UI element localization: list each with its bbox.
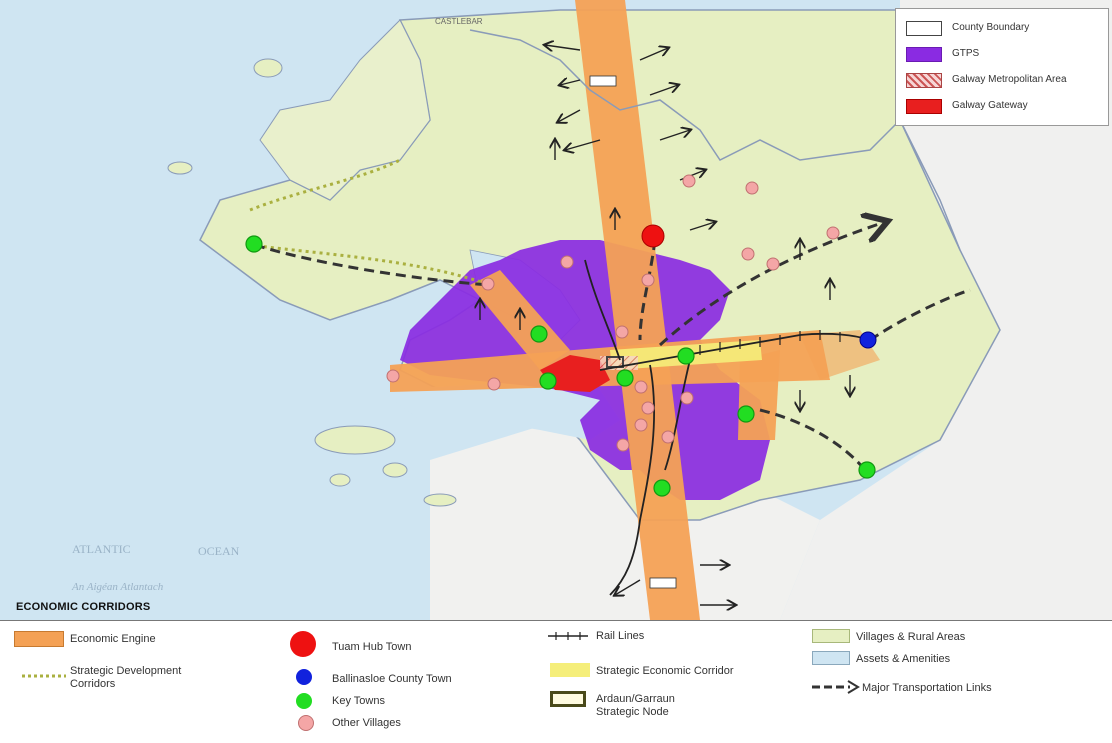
legend-label-villages-rural: Villages & Rural Areas: [856, 631, 966, 643]
legend-label-other-villages: Other Villages: [332, 717, 401, 729]
village: [481, 277, 495, 291]
legend-label-major-transport: Major Transportation Links: [862, 682, 992, 694]
village: [641, 401, 655, 415]
island: [329, 473, 351, 487]
key-town: [245, 235, 263, 253]
village: [682, 174, 696, 188]
swatch-other-villages: [298, 715, 314, 731]
galway-bay: [380, 380, 620, 440]
swatch-galway-gateway: [906, 99, 942, 114]
key-town: [858, 461, 876, 479]
key-town: [539, 372, 557, 390]
island: [253, 58, 283, 78]
swatch-strategic-economic-corridor: [550, 663, 590, 677]
swatch-assets-amenities: [812, 651, 850, 665]
transport-link: [638, 239, 657, 341]
rail-line: [599, 332, 871, 371]
legend-label: Galway Gateway: [952, 100, 1028, 111]
village: [487, 377, 501, 391]
swatch-galway-metro: [906, 73, 942, 88]
legend-label: GTPS: [952, 48, 980, 59]
legend-label-economic-engine: Economic Engine: [70, 633, 156, 645]
swatch-tuam-hub: [290, 631, 316, 657]
legend-label-strategic-economic-corridor: Strategic Economic Corridor: [596, 665, 734, 677]
island: [314, 425, 396, 455]
village: [616, 438, 630, 452]
strategic-development-corridor: [249, 243, 491, 287]
engine-ns-corridor: [575, 0, 700, 620]
key-town: [616, 369, 634, 387]
legend-label-assets-amenities: Assets & Amenities: [856, 653, 951, 665]
legend-label: Galway Metropolitan Area: [952, 74, 1067, 85]
ballinasloe-county-town: [859, 331, 877, 349]
transport-link: [254, 243, 491, 287]
swatch-ballinasloe: [296, 669, 312, 685]
village: [826, 226, 840, 240]
village: [745, 181, 759, 195]
county-boundary: [899, 119, 961, 251]
legend-label-ardaun-node: Ardaun/Garraun Strategic Node: [596, 693, 675, 718]
road-sign: [649, 577, 677, 589]
swatch-rail-lines: [548, 632, 588, 640]
transport-link: [869, 288, 971, 342]
legend-label-tuam-hub: Tuam Hub Town: [332, 641, 412, 653]
legend-item-county-boundary: County Boundary: [906, 19, 1106, 39]
map-title: ECONOMIC CORRIDORS: [16, 601, 151, 613]
galway-gateway: [540, 355, 610, 392]
swatch-economic-engine: [14, 631, 64, 647]
island: [382, 462, 408, 478]
legend-item-galway-metro: Galway Metropolitan Area: [906, 71, 1106, 91]
village: [634, 418, 648, 432]
village: [680, 391, 694, 405]
swatch-ardaun-node: [550, 691, 586, 707]
key-town: [530, 325, 548, 343]
county-boundary: [469, 29, 901, 161]
transport-link: [658, 222, 885, 347]
ocean-label: OCEAN: [198, 544, 240, 558]
swatch-villages-rural: [812, 629, 850, 643]
legend-label-ballinasloe: Ballinasloe County Town: [332, 673, 452, 685]
legend-item-gtps: GTPS: [906, 45, 1106, 65]
tuam-hub-town: [641, 224, 665, 248]
rail-line: [584, 259, 621, 361]
legend-bottom: Economic Engine Strategic Development Co…: [0, 620, 1112, 743]
island: [423, 493, 457, 507]
rail-line: [664, 359, 691, 471]
key-town: [653, 479, 671, 497]
swatch-county-boundary: [906, 21, 942, 36]
ocean-label: An Aigéan Atlantach: [71, 581, 164, 593]
village: [615, 325, 629, 339]
key-town: [677, 347, 695, 365]
legend-label-key-towns: Key Towns: [332, 695, 385, 707]
ocean-label: ATLANTIC: [72, 542, 131, 556]
swatch-major-transport: [812, 680, 860, 694]
place-label: CASTLEBAR: [435, 17, 483, 26]
strategic-development-corridor: [249, 158, 401, 212]
engine-se-arm: [738, 350, 780, 440]
village: [741, 247, 755, 261]
village: [386, 369, 400, 383]
legend-top: County Boundary GTPS Galway Metropolitan…: [895, 8, 1109, 126]
swatch-key-towns: [296, 693, 312, 709]
village: [641, 273, 655, 287]
legend-label-strategic-dev-corridors: Strategic Development Corridors: [70, 665, 182, 690]
village: [766, 257, 780, 271]
legend-label: County Boundary: [952, 22, 1030, 33]
legend-item-galway-gateway: Galway Gateway: [906, 97, 1106, 117]
island: [167, 161, 193, 175]
village: [560, 255, 574, 269]
village: [661, 430, 675, 444]
swatch-gtps: [906, 47, 942, 62]
village: [634, 380, 648, 394]
legend-label-rail-lines: Rail Lines: [596, 630, 645, 642]
road-sign: [589, 75, 617, 87]
key-town: [737, 405, 755, 423]
neighbour-land-east: [780, 0, 1112, 620]
swatch-strategic-dev-corridors: [22, 674, 66, 678]
